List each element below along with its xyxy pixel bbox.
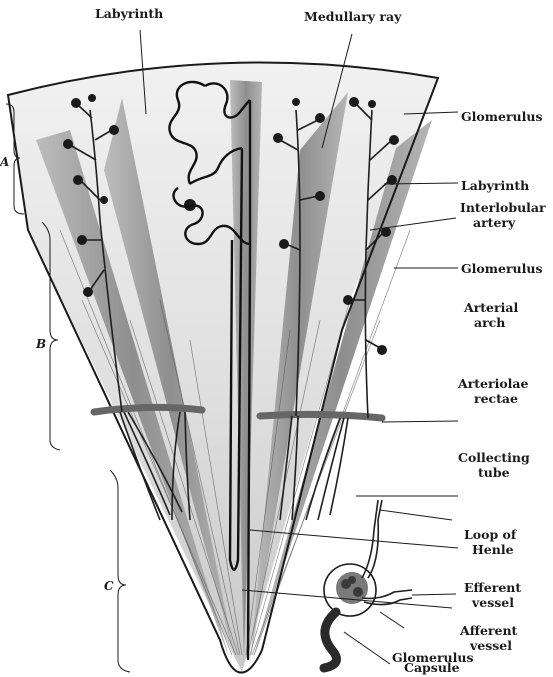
label-efferent-vessel: vessel: [471, 595, 514, 610]
label-glomerulus-2: Glomerulus: [461, 261, 543, 276]
renal-corpuscle-inset: [324, 500, 412, 668]
label-interlobular: Interlobular: [460, 200, 546, 215]
label-collecting-tube: tube: [478, 465, 510, 480]
region-label-c: C: [104, 579, 114, 593]
label-labyrinth-top: Labyrinth: [95, 6, 163, 21]
label-arteriolae: Arteriolae: [457, 376, 529, 391]
label-loop-of: Loop of: [464, 527, 518, 542]
capsule-tail: [324, 612, 337, 668]
label-glomerulus-1: Glomerulus: [461, 109, 543, 124]
label-capsule: Capsule: [404, 660, 460, 675]
region-label-a: A: [0, 155, 9, 169]
region-label-b: B: [35, 337, 46, 351]
label-afferent-vessel: vessel: [469, 638, 512, 653]
label-labyrinth-right: Labyrinth: [461, 178, 529, 193]
arterial-arch-right: [260, 414, 382, 418]
brace-c: [110, 470, 130, 672]
label-medullary-ray: Medullary ray: [304, 9, 402, 24]
label-interlobular-artery: artery: [473, 215, 516, 230]
label-afferent: Afferent: [459, 623, 518, 638]
label-arterial-arch: arch: [474, 315, 505, 330]
label-collecting: Collecting: [458, 450, 530, 465]
label-efferent: Efferent: [464, 580, 521, 595]
label-arteriolae-rectae: rectae: [474, 391, 518, 406]
label-arterial: Arterial: [463, 300, 518, 315]
label-henle: Henle: [472, 542, 514, 557]
